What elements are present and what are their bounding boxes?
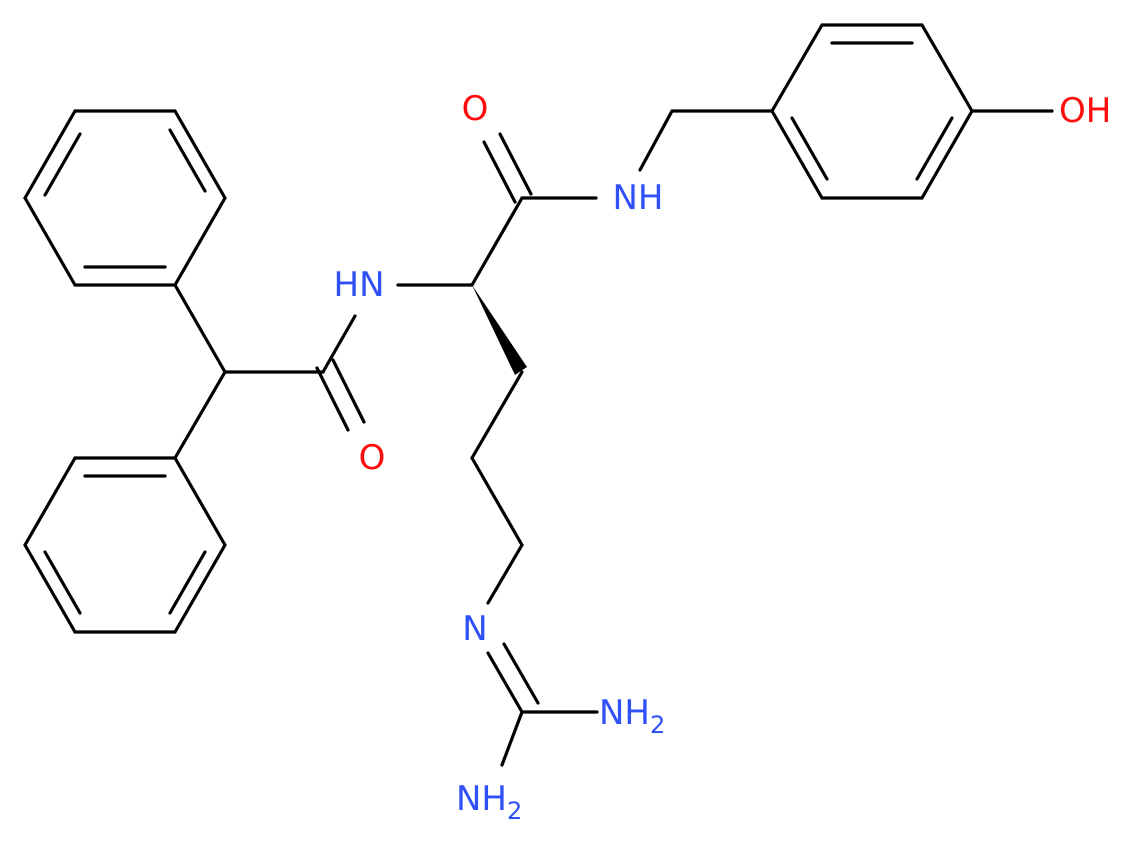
hydroxyl-label: OH	[1059, 91, 1111, 131]
nh2-subscript: 2	[650, 711, 665, 739]
hydroxybenzyl-group	[638, 23, 1054, 200]
amine-hn-label: HN	[334, 265, 385, 305]
amino-nh2-label: NH2	[456, 779, 522, 825]
nh2-subscript: 2	[507, 797, 522, 825]
amide-nh-label: NH	[613, 178, 664, 218]
oxygen-atom-label: O	[359, 438, 386, 478]
nh2-main-text: NH	[599, 693, 650, 733]
nh2-main-text: NH	[456, 779, 507, 819]
arginine-backbone	[396, 132, 598, 605]
phenyl-ring-lower	[23, 456, 227, 634]
guanidine-group	[486, 642, 599, 767]
diphenylacetyl-group	[173, 283, 366, 460]
wedge-bond	[472, 285, 527, 375]
imine-nitrogen-label: N	[462, 609, 487, 649]
amino-nh2-label: NH2	[599, 693, 665, 739]
phenyl-ring-upper	[23, 109, 227, 287]
oxygen-atom-label: O	[462, 89, 489, 129]
